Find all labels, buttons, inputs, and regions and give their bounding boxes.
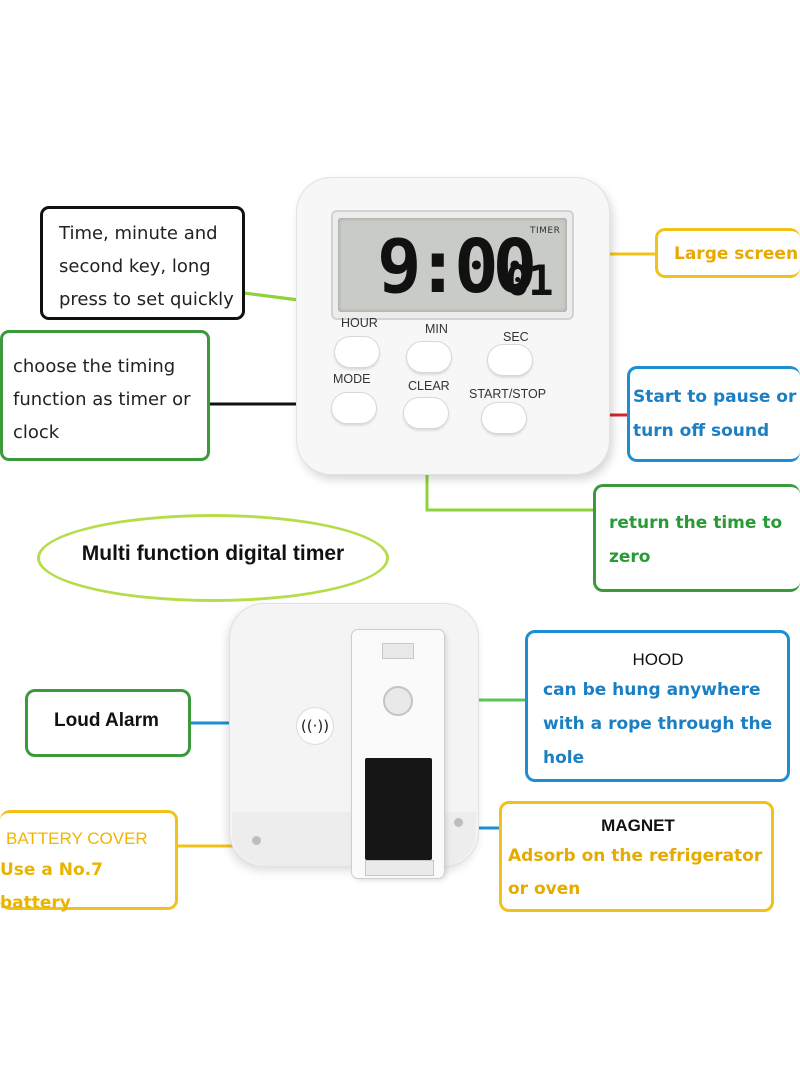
- hanging-hole: [383, 686, 413, 716]
- mode-label: MODE: [333, 372, 371, 386]
- keys-line-1: Time, minute and: [59, 223, 218, 244]
- clear-label: CLEAR: [408, 379, 450, 393]
- stand-foot: [365, 860, 434, 876]
- lcd-screen: [338, 218, 567, 312]
- start-stop-button[interactable]: [482, 403, 526, 433]
- lcd-small-digits: 01: [505, 256, 554, 305]
- screw-right: [454, 818, 463, 827]
- magnet-block: [365, 758, 432, 860]
- hood-heading: HOOD: [632, 650, 684, 669]
- start-line-1: Start to pause or: [633, 387, 797, 407]
- magnet-line-2: or oven: [508, 879, 581, 899]
- magnet-heading: MAGNET: [601, 816, 675, 835]
- speaker-icon: ((·)): [297, 708, 333, 744]
- magnet-callout: MAGNET Adsorb on the refrigerator or ove…: [499, 801, 774, 912]
- sec-button[interactable]: [488, 345, 532, 375]
- lcd-timer-label: TIMER: [530, 226, 561, 236]
- clear-line-2: zero: [609, 547, 651, 567]
- lcd-main-digits: 9:00: [377, 224, 537, 310]
- min-label: MIN: [425, 322, 448, 336]
- min-button[interactable]: [407, 342, 451, 372]
- screw-left: [252, 836, 261, 845]
- clear-callout: return the time to zero: [593, 484, 800, 592]
- alarm-callout: Loud Alarm: [25, 689, 191, 757]
- screen-text: Large screen: [674, 244, 799, 264]
- hood-line-2: with a rope through the: [543, 714, 773, 734]
- alarm-text: Loud Alarm: [54, 710, 159, 731]
- keys-line-3: press to set quickly: [59, 289, 234, 310]
- clear-line-1: return the time to: [609, 513, 783, 533]
- hood-line-1: can be hung anywhere: [543, 680, 761, 700]
- mode-line-2: function as timer or: [13, 389, 191, 410]
- title-text: Multi function digital timer: [81, 542, 345, 565]
- keys-callout: Time, minute and second key, long press …: [40, 206, 245, 320]
- mode-line-3: clock: [13, 422, 60, 443]
- keys-line-2: second key, long: [59, 256, 211, 277]
- hood-callout: HOOD can be hung anywhere with a rope th…: [525, 630, 790, 782]
- battery-heading: BATTERY COVER: [6, 829, 148, 848]
- screen-callout: Large screen: [655, 228, 800, 278]
- start-stop-label: START/STOP: [469, 387, 547, 401]
- mode-button[interactable]: [332, 393, 376, 423]
- start-line-2: turn off sound: [633, 421, 770, 441]
- title-ellipse: Multi function digital timer: [37, 514, 389, 602]
- battery-line: Use a No.7 battery: [0, 860, 103, 913]
- start-callout: Start to pause or turn off sound: [627, 366, 800, 462]
- stand-notch: [382, 643, 414, 659]
- mode-callout: choose the timing function as timer or c…: [0, 330, 210, 461]
- clear-button[interactable]: [404, 398, 448, 428]
- hood-line-3: hole: [543, 748, 585, 768]
- battery-callout: BATTERY COVER Use a No.7 battery: [0, 810, 178, 913]
- mode-line-1: choose the timing: [13, 356, 176, 377]
- hour-button[interactable]: [335, 337, 379, 367]
- magnet-line-1: Adsorb on the refrigerator: [508, 846, 763, 866]
- hour-label: HOUR: [341, 316, 378, 330]
- sec-label: SEC: [503, 330, 529, 344]
